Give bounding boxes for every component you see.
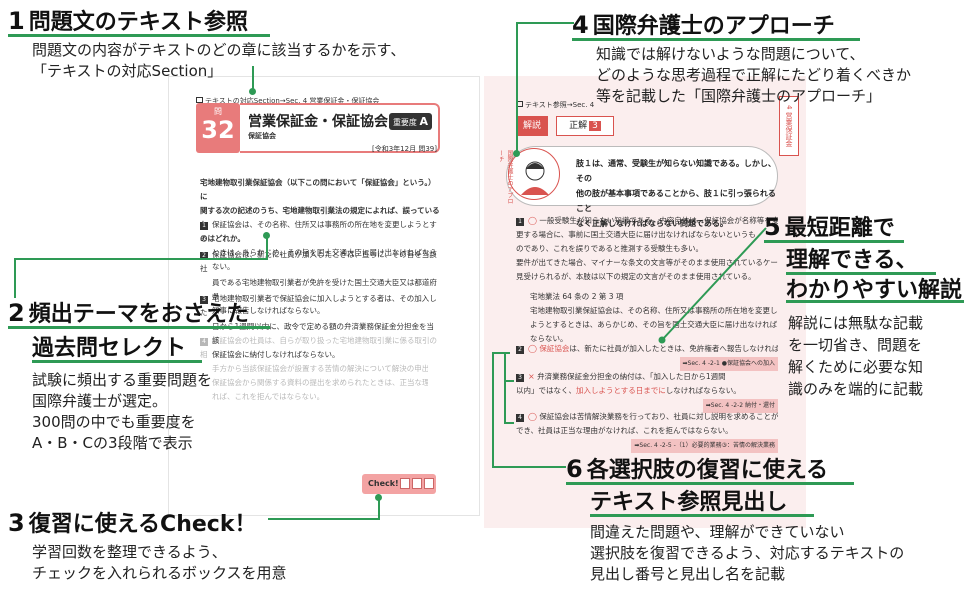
callout-5-underline-2 — [786, 272, 936, 275]
callout-2-connector-up — [266, 236, 268, 260]
callout-6-connector-h — [492, 466, 566, 468]
check-box-1[interactable] — [400, 478, 410, 489]
callout-2-dot — [263, 232, 270, 239]
side-index-tab: 4 営業保証金 — [779, 96, 799, 156]
tab-explanation: 解説 — [516, 116, 548, 136]
callout-6-connector-inner — [504, 352, 506, 424]
callout-6-connector-mid — [504, 380, 514, 382]
callout-6-underline-1 — [566, 482, 854, 485]
text-section-reference: テキストの対応Section→Sec. 4 営業保証金・保証協会 — [196, 96, 379, 106]
question-subtitle: 保証協会 — [248, 132, 276, 140]
callout-6-connector-top — [492, 352, 510, 354]
callout-1-underline — [8, 34, 270, 37]
explanation-3: 3× 弁済業務保証金分担金の納付は、「加入した日から1週間 以内」ではなく、加入… — [516, 370, 778, 413]
callout-3-desc: 学習回数を整理できるよう、 チェックを入れられるボックスを用意 — [32, 543, 287, 582]
callout-2-underline-1 — [8, 326, 270, 329]
callout-5-heading-3: わかりやすい解説 — [786, 278, 963, 303]
callout-1-desc: 問題文の内容がテキストのどの章に該当するかを示す、 「テキストの対応Sectio… — [32, 41, 406, 80]
question-title-box: 営業保証金・保証協会 保証協会 重要度 A — [240, 103, 440, 153]
callout-5-connector — [658, 227, 767, 344]
lawyer-avatar-icon — [521, 161, 549, 195]
question-number-box: 問 32 — [196, 103, 240, 153]
callout-4-connector-v — [516, 22, 518, 152]
text-reference-tag: ➡Sec. 4 -2-1 ●保証協会への加入 — [679, 357, 778, 371]
callout-4-connector-h — [516, 22, 574, 24]
callout-2-connector-v — [14, 258, 16, 298]
callout-5-underline-1 — [764, 240, 904, 243]
text-reference-tag: ➡Sec. 4 -2-2 納付・還付 — [702, 399, 778, 413]
answer-number: 3 — [589, 121, 601, 131]
callout-3-connector-v — [378, 498, 380, 520]
explanation-4: 4◯ 保証協会は苦情解決業務を行っており、社員に対し説明を求めることが でき、社… — [516, 410, 778, 453]
callout-2-underline-2 — [32, 360, 202, 363]
right-text-reference: テキスト参照→Sec. 4 — [516, 100, 594, 110]
callout-2-heading-2: 過去問セレクト — [32, 336, 187, 361]
callout-3-connector-h — [268, 518, 380, 520]
check-bar: Check! — [362, 474, 436, 494]
question-title: 営業保証金・保証協会 — [248, 114, 388, 130]
explanation-2: 2◯ 保証協会は、新たに社員が加入したときは、免許権者へ報告しなければならない。… — [516, 342, 778, 371]
callout-5-underline-3 — [786, 300, 964, 303]
callout-4-desc: 知識では解けないような問題について、 どのような思考過程で正解にたどり着くべきか… — [596, 45, 912, 105]
callout-4-underline — [572, 38, 860, 41]
question-number: 32 — [201, 116, 235, 144]
callout-2-connector-h — [14, 258, 268, 260]
approach-label: 国際弁護士のアプローチ — [500, 150, 513, 204]
check-box-3[interactable] — [424, 478, 434, 489]
callout-6-connector-v — [492, 352, 494, 468]
check-box-2[interactable] — [412, 478, 422, 489]
callout-6-connector-low — [504, 422, 514, 424]
callout-4-dot — [513, 150, 520, 157]
callout-5-desc: 解説には無駄な記載 を一切省き、問題を 解くために必要な知 識のみを端的に記載 — [788, 314, 924, 398]
callout-1-dot — [249, 88, 256, 95]
exam-year: [令和3年12月 問39] — [372, 145, 437, 153]
callout-2-desc: 試験に頻出する重要問題を 国際弁護士が選定。 300問の中でも重要度を A・B・… — [32, 371, 213, 452]
callout-6-underline-2 — [590, 514, 814, 517]
text-reference-tag: ➡Sec. 4 -2-5 -（1）必要的業務③：苦情の解決業務 — [631, 439, 778, 453]
callout-5-heading-2: 理解できる、 — [786, 248, 918, 273]
approach-illustration — [508, 148, 560, 200]
explanation-1: 1◯ 一般受験生が知らない知識である。内容自体は、保証協会が名称等を変 更する場… — [516, 216, 778, 343]
callout-3-dot — [375, 494, 382, 501]
callout-6-heading-2: テキスト参照見出し — [590, 490, 788, 515]
importance-badge: 重要度 A — [388, 113, 432, 130]
approach-text: 肢１は、通常、受験生が知らない知識である。しかし、その 他の肢が基本事項であるこ… — [576, 159, 776, 228]
callout-6-desc: 間違えた問題や、理解ができていない 選択肢を復習できるよう、対応するテキストの … — [590, 523, 905, 583]
callout-1-connector — [252, 66, 254, 90]
book-icon — [196, 97, 203, 103]
